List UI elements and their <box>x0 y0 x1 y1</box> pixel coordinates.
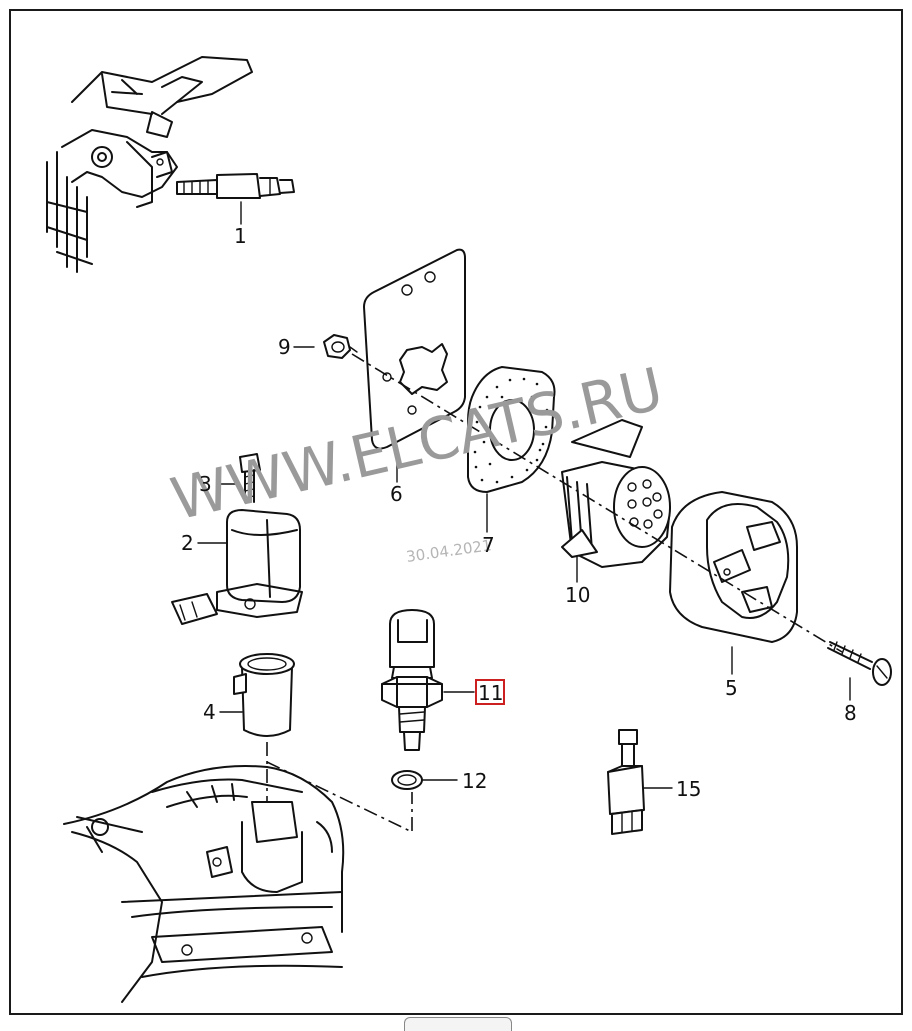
parts-diagram: WWW.ELCATS.RU 30.04.2021 1 2 3 4 5 6 7 8… <box>46 56 892 1003</box>
part-9-nut[interactable] <box>323 334 358 359</box>
callout-15[interactable]: 15 <box>676 777 701 801</box>
watermark-date: 30.04.2021 <box>405 536 493 566</box>
callout-10[interactable]: 10 <box>565 583 590 607</box>
part-5-socket-cover[interactable] <box>669 491 798 643</box>
part-7-gasket[interactable] <box>467 366 556 493</box>
gearbox-housing <box>63 765 345 1003</box>
callout-5[interactable]: 5 <box>725 676 738 700</box>
callout-7[interactable]: 7 <box>482 533 495 557</box>
callout-11-highlight-box <box>475 679 505 705</box>
callout-2[interactable]: 2 <box>181 531 194 555</box>
bottom-tab[interactable] <box>404 1017 512 1031</box>
part-12-washer[interactable] <box>391 770 423 790</box>
part-11-pressure-switch[interactable] <box>381 609 443 751</box>
part-3-bolt[interactable] <box>239 453 261 503</box>
part-15-stop-switch[interactable] <box>607 729 645 835</box>
part-4-sleeve[interactable] <box>233 653 295 737</box>
part-6-mounting-plate[interactable] <box>363 248 466 450</box>
part-10-trailer-socket[interactable] <box>561 419 671 568</box>
callout-8[interactable]: 8 <box>844 701 857 725</box>
callout-12[interactable]: 12 <box>462 769 487 793</box>
part-2-relay[interactable] <box>171 509 303 625</box>
callout-3[interactable]: 3 <box>199 472 212 496</box>
callout-11[interactable]: 11 <box>478 681 503 705</box>
callout-9[interactable]: 9 <box>278 335 291 359</box>
part-8-screw[interactable] <box>827 641 892 686</box>
callout-4[interactable]: 4 <box>203 700 216 724</box>
callout-6[interactable]: 6 <box>390 482 403 506</box>
diagram-frame: WWW.ELCATS.RU 30.04.2021 1 2 3 4 5 6 7 8… <box>9 9 903 1015</box>
part-1-pedal-assembly[interactable] <box>46 56 295 273</box>
leader-lines <box>197 201 851 789</box>
callout-1[interactable]: 1 <box>234 224 247 248</box>
